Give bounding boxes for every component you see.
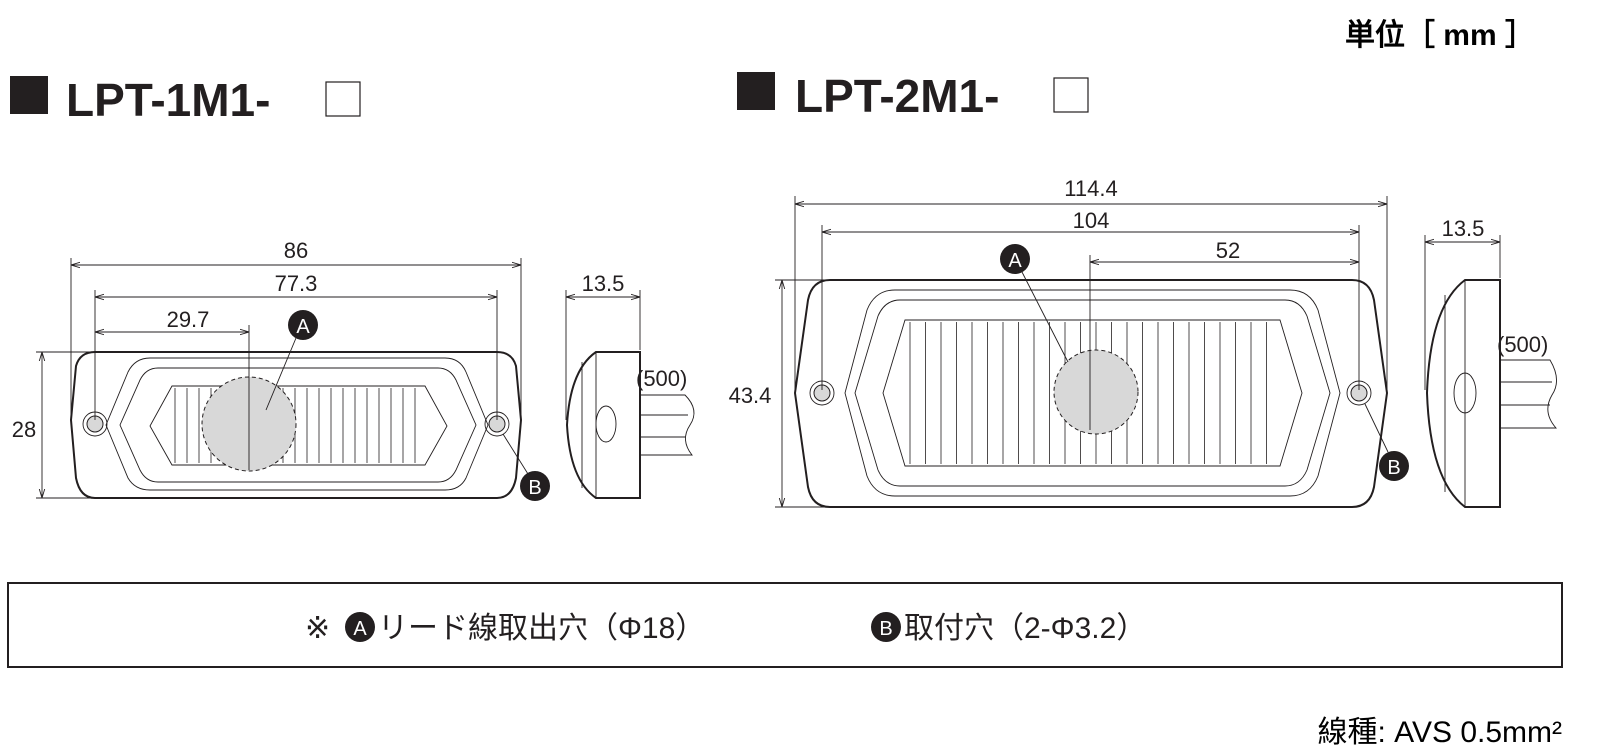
model-1-title: LPT-1M1- [10,74,361,126]
marker-b-2: B [1387,457,1400,479]
dim-hole-pitch-2: 104 [1073,208,1110,233]
model-1-side-view: 13.5 (500) [565,271,695,499]
note-prefix: ※ [305,612,330,645]
dim-overall-width-2: 114.4 [1064,176,1117,201]
note-marker-a: A [353,618,367,640]
dim-height-2: 43.4 [729,383,772,408]
model-2-name: LPT-2M1- [795,70,999,122]
model-2-side-view: 13.5 (500) [1424,216,1557,508]
model-2-title: LPT-2M1- [737,70,1089,122]
dim-height-1: 28 [12,417,36,442]
cable-length-1: (500) [636,366,687,391]
placeholder-box-icon [325,81,361,117]
marker-b-1: B [528,477,541,499]
dim-depth-2: 13.5 [1442,216,1485,241]
model-1-front-view [69,351,523,499]
note-marker-b: B [879,618,892,640]
dim-overall-width-1: 86 [284,238,308,263]
dim-hole-offset-2: 52 [1216,238,1240,263]
units-label: 単位［ mm ］ [1345,18,1535,52]
model-1-name: LPT-1M1- [66,74,270,126]
model-2-dimensions: 114.4 104 52 43.4 A B [729,176,1409,508]
cable-length-2: (500) [1497,332,1548,357]
marker-a-2: A [1008,250,1022,272]
note-box: ※ A リード線取出穴（Φ18） B 取付穴（2-Φ3.2） [7,582,1563,668]
note-b-text: 取付穴（2-Φ3.2） [904,612,1146,645]
model-2-front-view [793,279,1389,508]
model-1-dimensions: 86 77.3 29.7 28 A B [12,238,550,501]
square-bullet-icon [10,76,48,114]
dim-hole-pitch-1: 77.3 [275,271,318,296]
placeholder-box-icon [1053,77,1089,113]
marker-a-1: A [296,316,310,338]
dim-hole-offset-1: 29.7 [167,307,210,332]
note-a-text: リード線取出穴（Φ18） [378,612,705,645]
wire-type-label: 線種: AVS 0.5mm² [1318,716,1562,749]
square-bullet-icon [737,72,775,110]
dim-depth-1: 13.5 [582,271,625,296]
